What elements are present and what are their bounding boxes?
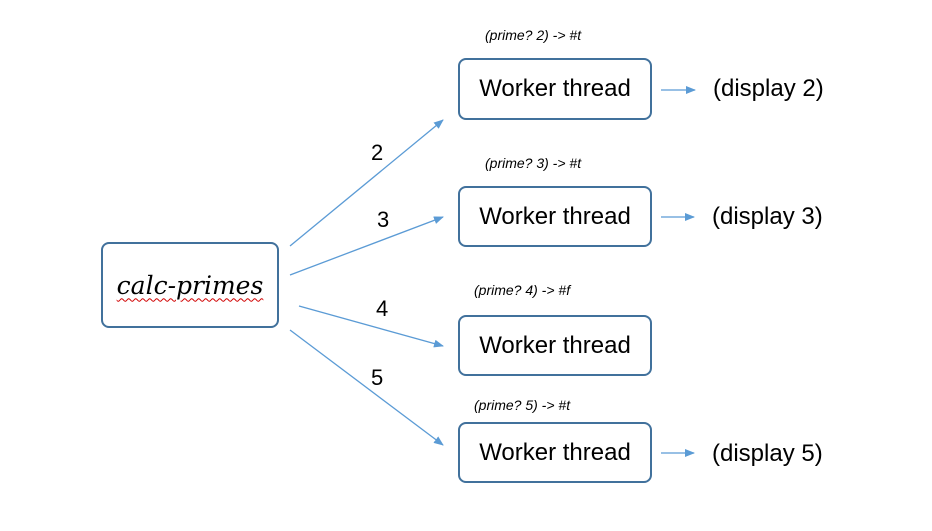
worker-thread-3: Worker thread [458, 315, 652, 376]
input-label-2: 2 [371, 140, 384, 165]
worker-thread-2-label: Worker thread [479, 202, 631, 230]
worker-thread-1-label: Worker thread [479, 75, 631, 102]
calc-primes-node: calc-primes [101, 242, 279, 328]
arrow-to-worker-2 [289, 216, 444, 276]
arrow-to-worker-3 [298, 305, 444, 348]
worker-thread-4-label: Worker thread [479, 438, 631, 466]
worker-4-output: (display 5) [712, 440, 823, 467]
input-label-3: 3 [377, 207, 390, 232]
worker-1-output: (display 2) [713, 75, 824, 102]
worker-3-result-note: (prime? 4) -> #f [474, 282, 571, 298]
worker-thread-2: Worker thread [458, 186, 652, 247]
calc-primes-label: calc-primes [116, 270, 264, 300]
arrow-to-worker-4 [289, 329, 444, 446]
input-label-4: 4 [376, 296, 389, 321]
arrow-to-worker-1 [289, 119, 444, 247]
worker-2-output: (display 3) [712, 203, 823, 230]
worker-thread-4: Worker thread [458, 422, 652, 483]
input-label-5: 5 [371, 365, 384, 390]
worker-thread-1: Worker thread [458, 58, 652, 120]
worker-thread-3-label: Worker thread [479, 331, 631, 359]
worker-4-result-note: (prime? 5) -> #t [474, 397, 571, 413]
worker-2-result-note: (prime? 3) -> #t [485, 155, 582, 171]
worker-1-result-note: (prime? 2) -> #t [485, 27, 582, 43]
